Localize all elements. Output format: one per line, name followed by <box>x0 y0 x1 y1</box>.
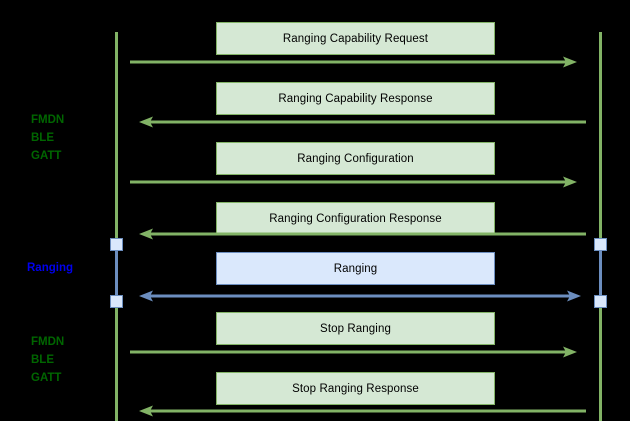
lifeline-left-green-upper <box>115 32 118 241</box>
activation-left-ranging-start <box>110 238 123 251</box>
message-box-ranging-configuration-response[interactable]: Ranging Configuration Response <box>216 202 495 235</box>
message-box-ranging-capability-response[interactable]: Ranging Capability Response <box>216 82 495 115</box>
arrow-ranging-bidirectional <box>134 288 586 304</box>
lifeline-left-blue-ranging <box>115 241 118 303</box>
activation-right-ranging-start <box>594 238 607 251</box>
lifeline-right-green-upper <box>599 32 602 241</box>
arrow-ranging-configuration <box>130 174 582 190</box>
lifeline-right-blue-ranging <box>599 241 602 303</box>
message-box-ranging-configuration[interactable]: Ranging Configuration <box>216 142 495 175</box>
activation-left-ranging-end <box>110 295 123 308</box>
phase-label-fmdn-ble-gatt-top: FMDN BLE GATT <box>31 114 65 162</box>
arrow-stop-ranging <box>130 344 582 360</box>
message-box-stop-ranging[interactable]: Stop Ranging <box>216 312 495 345</box>
lifeline-right-green-lower <box>599 303 602 421</box>
arrow-ranging-capability-request <box>130 54 582 70</box>
arrow-stop-ranging-response <box>134 403 586 419</box>
message-box-ranging-capability-request[interactable]: Ranging Capability Request <box>216 22 495 55</box>
message-box-stop-ranging-response[interactable]: Stop Ranging Response <box>216 372 495 405</box>
arrow-ranging-capability-response <box>134 114 586 130</box>
phase-label-ranging: Ranging <box>27 262 73 274</box>
message-box-ranging[interactable]: Ranging <box>216 252 495 285</box>
activation-right-ranging-end <box>594 295 607 308</box>
lifeline-left-green-lower <box>115 303 118 421</box>
phase-label-fmdn-ble-gatt-bottom: FMDN BLE GATT <box>31 336 65 384</box>
arrow-ranging-configuration-response <box>134 226 586 242</box>
